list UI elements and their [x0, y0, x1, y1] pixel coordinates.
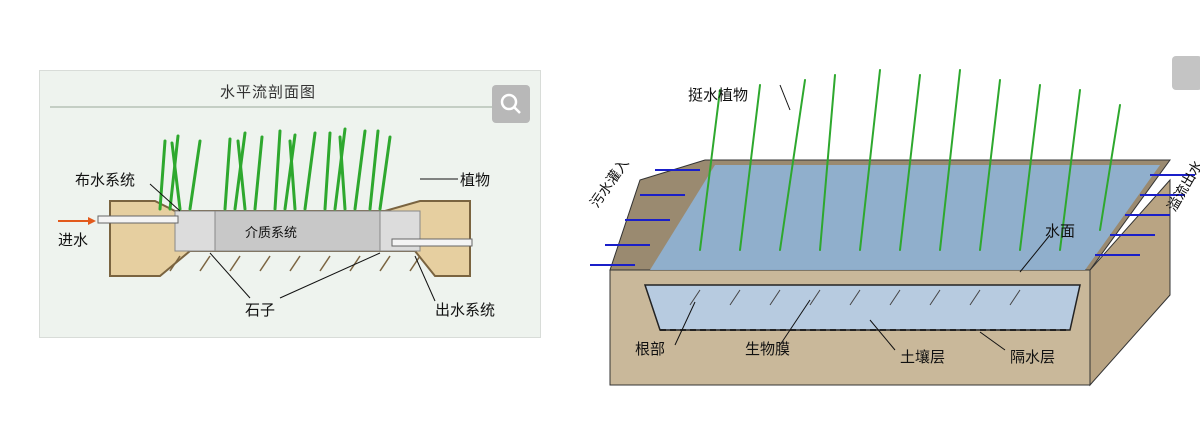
label-stones: 石子	[245, 301, 276, 319]
label-water-surface: 水面	[1045, 222, 1076, 240]
side-expand-icon[interactable]	[1172, 56, 1200, 90]
label-roots: 根部	[635, 340, 666, 358]
cross-section-illustration	[50, 106, 530, 302]
wetland-3d-diagram-panel: 挺水植物 污水灌入 水面 溢流出水 根部 生物膜 土壤层 隔水层	[580, 50, 1200, 390]
horizontal-flow-cross-section-panel: 水平流剖面图 布水系统 植物 进水 介质系统 石子 出水系统	[39, 70, 541, 338]
label-plant: 植物	[460, 171, 491, 189]
label-distribution-system: 布水系统	[75, 171, 136, 189]
label-medium-system: 介质系统	[245, 226, 298, 241]
label-emergent-plants: 挺水植物	[688, 86, 749, 104]
wetland-illustration	[590, 69, 1195, 387]
label-barrier-layer: 隔水层	[1010, 348, 1056, 366]
label-biofilm: 生物膜	[745, 340, 791, 358]
label-soil-layer: 土壤层	[900, 348, 946, 366]
label-outlet-system: 出水系统	[435, 301, 496, 319]
zoom-search-icon[interactable]	[492, 85, 530, 123]
label-inflow: 进水	[58, 231, 89, 249]
diagram-title: 水平流剖面图	[220, 83, 317, 101]
